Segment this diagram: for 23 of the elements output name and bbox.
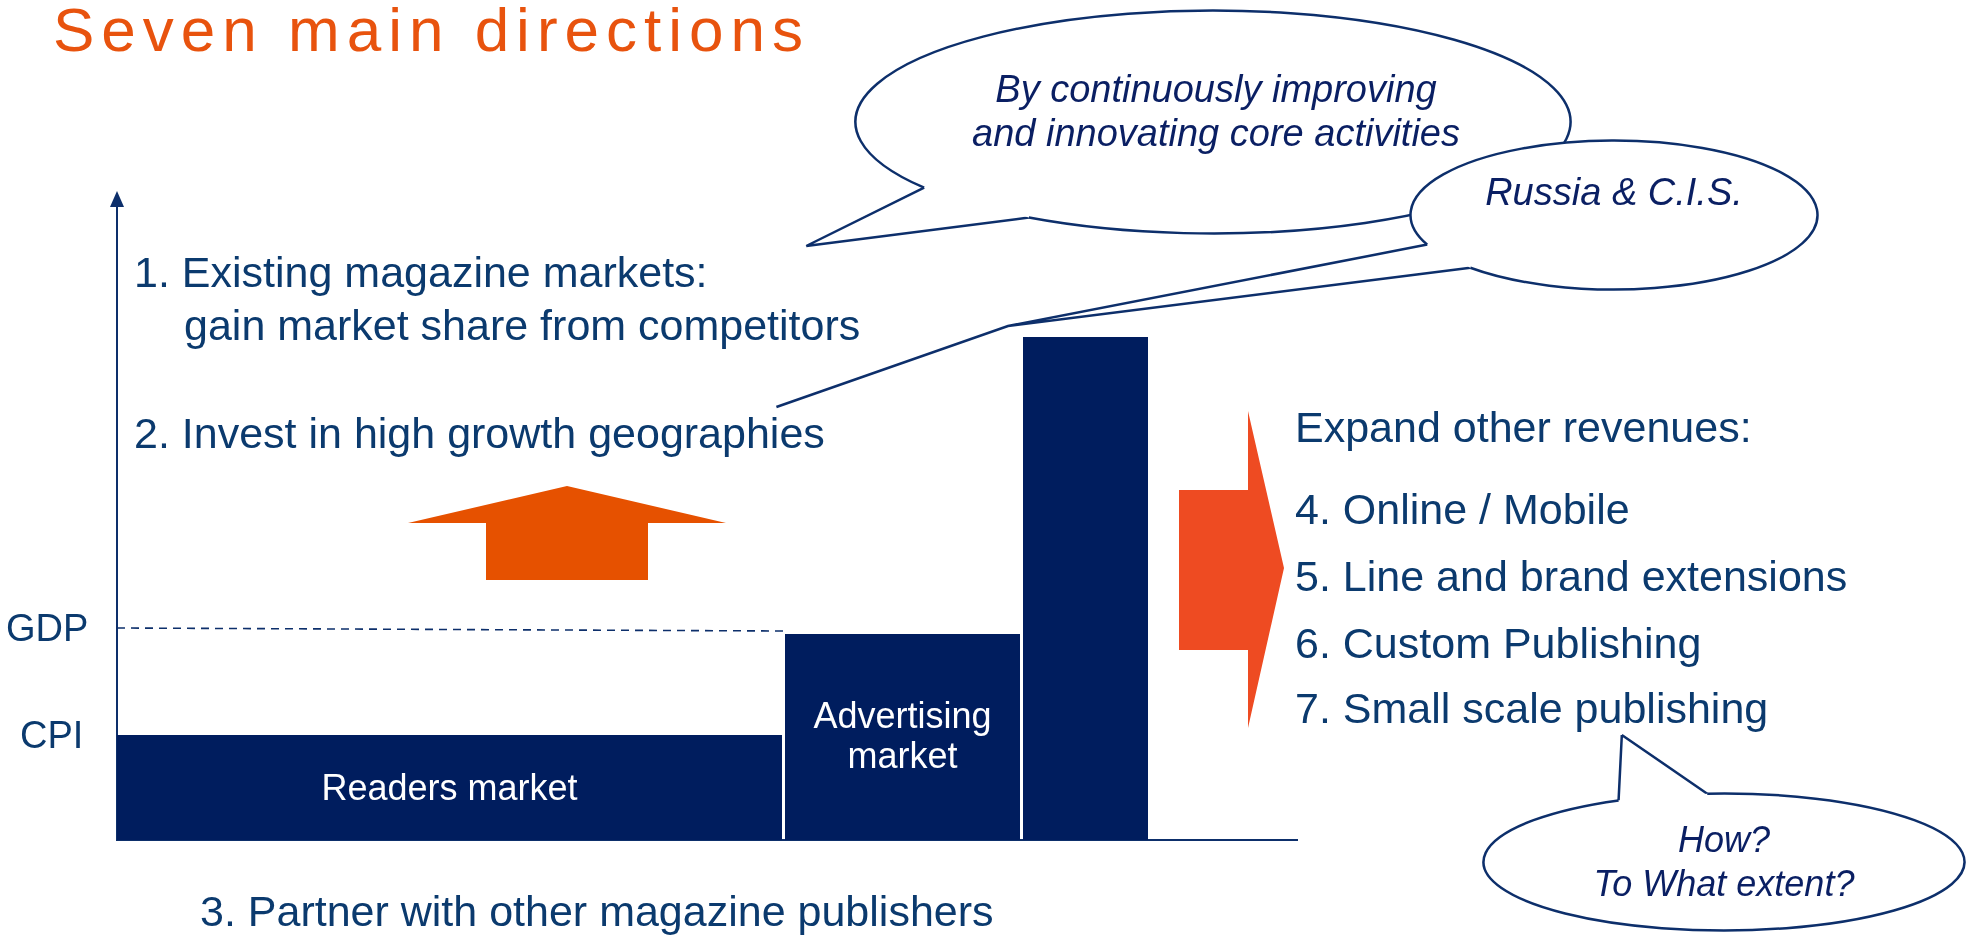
list-heading: Expand other revenues: [1295, 402, 1753, 453]
callout-text: Russia & C.I.S. [1484, 170, 1744, 214]
axis-label: CPI [20, 713, 85, 758]
list-item: 4. Online / Mobile [1295, 484, 1631, 535]
market-bar [117, 735, 782, 840]
bar-label: Advertising market [812, 696, 993, 776]
callout-tail [1617, 733, 1709, 802]
bar-label: Readers market [321, 767, 578, 808]
list-item: 6. Custom Publishing [1295, 618, 1703, 669]
list-item: 5. Line and brand extensions [1295, 551, 1849, 602]
market-bar [1023, 337, 1148, 840]
axis-label: GDP [6, 606, 90, 651]
callout-text: By continuously improving and innovating core activities [971, 67, 1461, 155]
callout-tail [804, 186, 1031, 248]
list-item: 7. Small scale publishing [1295, 682, 1785, 735]
market-bar [785, 634, 1020, 840]
list-item: 1. Existing magazine markets: gain market share from competitors [134, 246, 904, 352]
list-item: 2. Invest in high growth geographies [134, 407, 864, 460]
slide-title: Seven main directions [53, 0, 810, 65]
callout-tail [775, 243, 1472, 409]
list-item: 3. Partner with other magazine publishers [200, 889, 995, 933]
speech-bubble [1482, 792, 1966, 932]
callout-text: How? To What extent? [1592, 818, 1856, 906]
